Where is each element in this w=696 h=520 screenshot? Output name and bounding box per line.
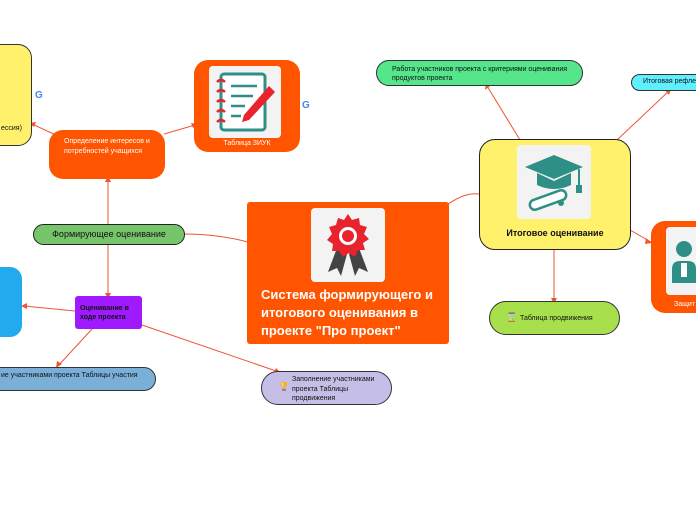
central-title: Система формирующего и итогового оценива… — [261, 287, 433, 338]
defense-label: Защит — [674, 301, 695, 308]
progress-table-label: Таблица продвижения — [520, 315, 593, 322]
left-blue-node[interactable] — [0, 267, 22, 337]
during-project-label: Оценивание в ходе проекта — [80, 305, 129, 321]
criteria-node[interactable]: Работа участников проекта с критериями о… — [376, 60, 583, 86]
left-yellow-label: ессия) — [1, 125, 22, 132]
reflection-label: Итоговая рефлек — [643, 78, 696, 85]
graduation-cap-icon — [517, 145, 591, 219]
progress-table-node[interactable]: ⌛ Таблица продвижения — [489, 301, 620, 335]
zuk-table-label: Таблица ЗИУК — [223, 140, 271, 147]
google-icon[interactable]: G — [35, 90, 43, 101]
formative-label: Формирующее оценивание — [52, 229, 166, 239]
reflection-node[interactable]: Итоговая рефлек — [631, 74, 696, 91]
progress-fill-label: Заполнение участниками проекта Таблицы п… — [292, 376, 375, 402]
left-yellow-node[interactable]: ессия) — [0, 44, 32, 146]
link-interests-zuk — [163, 124, 196, 135]
google-icon[interactable]: G — [302, 100, 310, 111]
hourglass-icon: ⌛ — [506, 312, 518, 322]
link-final-reflection — [616, 89, 671, 141]
link-during-blue — [23, 305, 76, 312]
interests-node[interactable]: Определение интересов и потребностей уча… — [49, 130, 165, 179]
notebook-pencil-icon — [209, 66, 281, 138]
link-final-criteria — [486, 85, 521, 141]
link-central-final — [447, 193, 480, 205]
interests-label: Определение интересов и потребностей уча… — [64, 138, 150, 155]
link-during-progressfill — [141, 324, 280, 373]
link-during-fill — [57, 328, 93, 367]
link-central-formative — [183, 233, 249, 243]
defense-node[interactable]: Защит — [651, 221, 696, 313]
award-ribbon-icon — [311, 208, 385, 282]
during-project-node[interactable]: Оценивание в ходе проекта — [75, 296, 142, 329]
formative-node[interactable]: Формирующее оценивание — [33, 224, 185, 245]
trophy-icon: 🏆 — [279, 382, 289, 391]
final-label: Итоговое оценивание — [506, 228, 604, 238]
person-icon — [666, 227, 696, 295]
fill-table-node[interactable]: ие участниками проекта Таблицы участия — [0, 367, 156, 391]
zuk-table-node[interactable]: Таблица ЗИУК — [194, 60, 300, 152]
progress-fill-node[interactable]: 🏆 Заполнение участниками проекта Таблицы… — [261, 371, 392, 405]
fill-table-label: ие участниками проекта Таблицы участия — [1, 372, 138, 379]
criteria-label: Работа участников проекта с критериями о… — [392, 66, 568, 82]
final-node[interactable]: Итоговое оценивание — [479, 139, 631, 250]
central-topic[interactable]: Система формирующего и итогового оценива… — [247, 202, 449, 344]
